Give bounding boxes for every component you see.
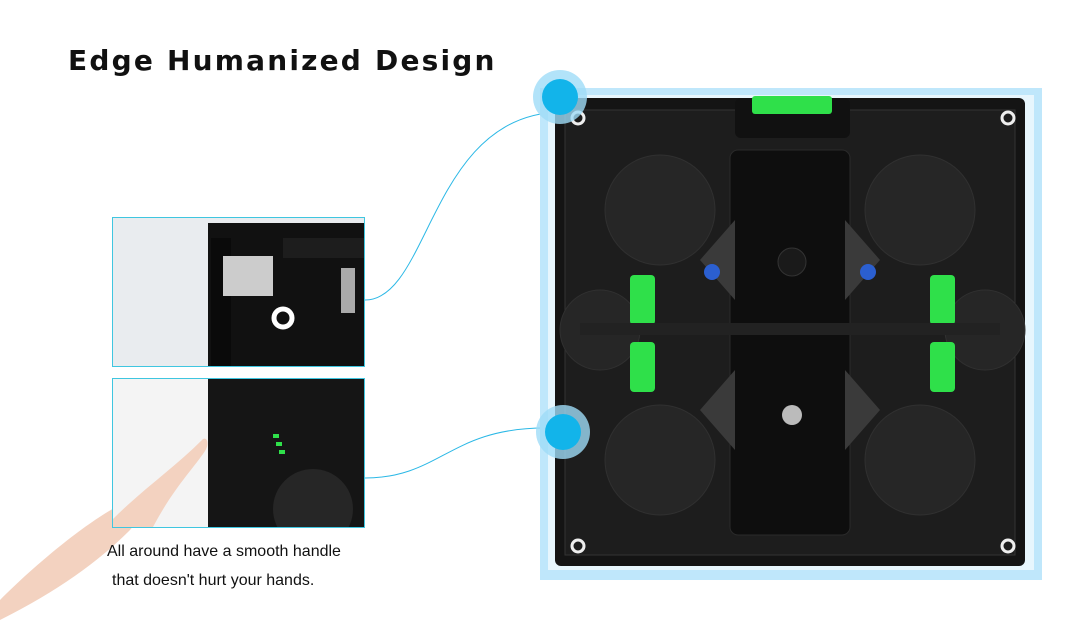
caption-line-1: All around have a smooth handle bbox=[107, 543, 341, 560]
connector-line-bottom bbox=[364, 427, 546, 479]
page-title: Edge Humanized Design bbox=[68, 44, 497, 77]
led-panel bbox=[555, 96, 1026, 566]
connector-line-top bbox=[364, 111, 561, 301]
edge-detail-inset bbox=[112, 378, 365, 528]
caption-line-2: that doesn't hurt your hands. bbox=[112, 572, 315, 589]
top-handle bbox=[752, 96, 832, 114]
corner-detail-inset bbox=[112, 217, 365, 367]
